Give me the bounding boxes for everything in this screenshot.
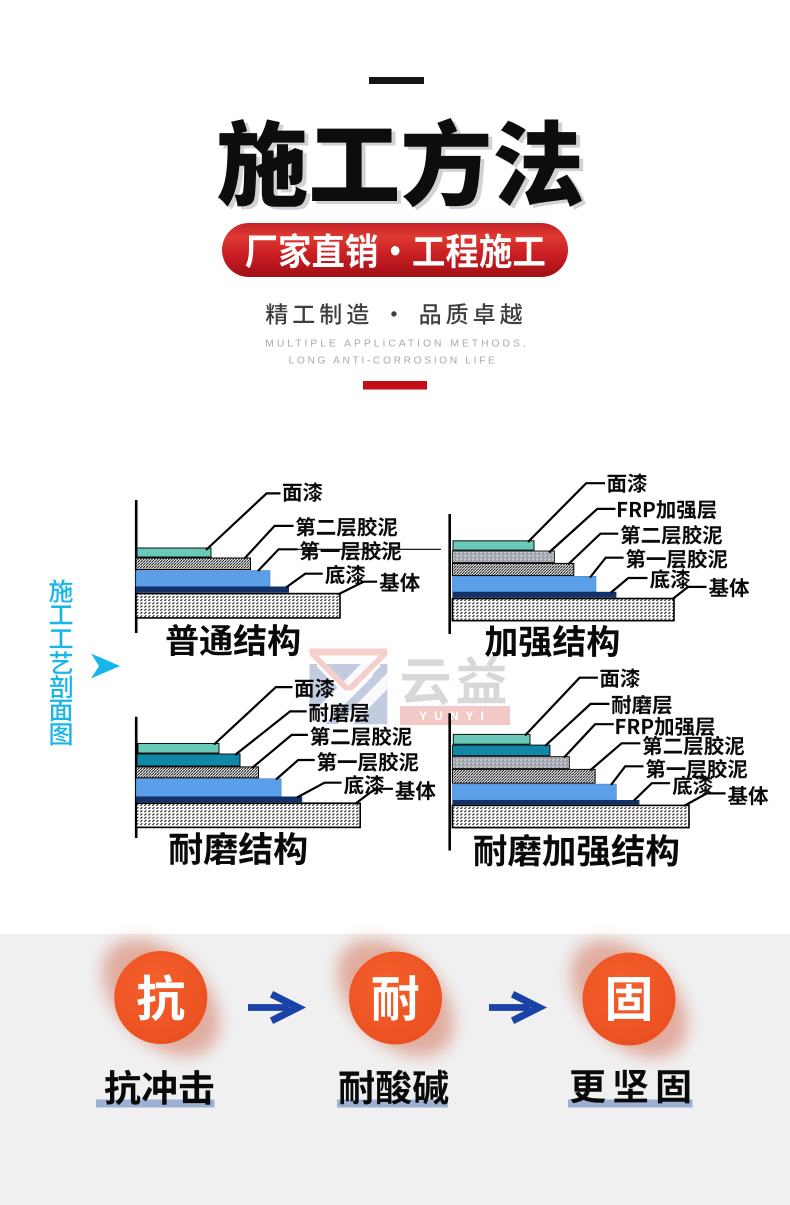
svg-text:LONG ANTI-CORROSION LIFE: LONG ANTI-CORROSION LIFE [289,356,498,367]
svg-text:MULTIPLE APPLICATION METHODS,: MULTIPLE APPLICATION METHODS, [265,339,528,350]
svg-text:YUNYI: YUNYI [419,709,491,723]
